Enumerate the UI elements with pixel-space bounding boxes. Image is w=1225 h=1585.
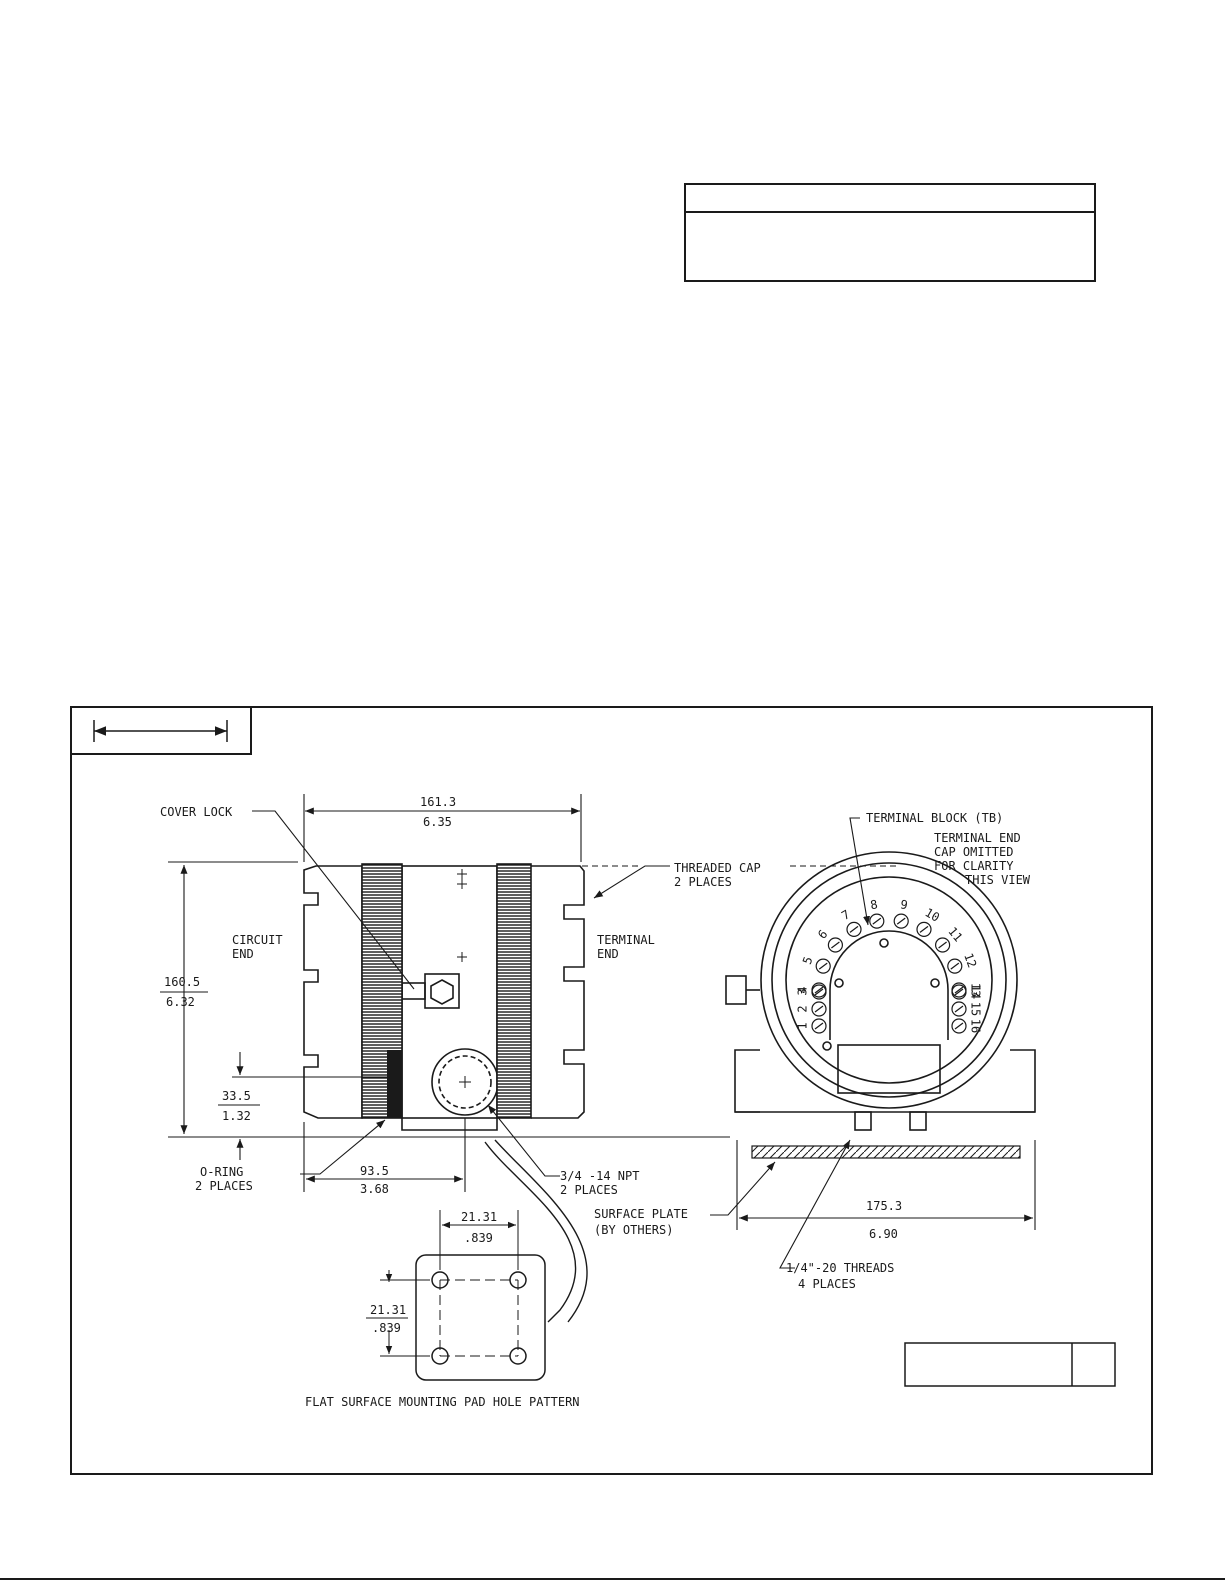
terminal-screw [951, 1001, 967, 1017]
conduit-height-in: 1.32 [222, 1109, 251, 1123]
terminal-number: 1 [796, 1022, 810, 1029]
terminal-block-label: TERMINAL BLOCK (TB) [866, 811, 1003, 825]
width-dimension-in: 6.35 [423, 815, 452, 829]
terminal-screw-slot [818, 962, 828, 970]
o-ring-label-2: 2 PLACES [195, 1179, 253, 1193]
terminal-screw-slot [814, 988, 824, 996]
o-ring-label-1: O-RING [200, 1165, 243, 1179]
front-width-mm: 175.3 [866, 1199, 902, 1213]
terminal-number: 13 [969, 983, 983, 997]
right-threaded-cap-knurl [496, 863, 532, 1119]
terminal-screw-slot [954, 1022, 964, 1030]
terminal-number: 12 [961, 951, 979, 969]
side-view-dimension-lines [168, 794, 730, 1192]
terminal-number: 10 [922, 905, 942, 924]
terminal-number: 6 [815, 927, 830, 942]
terminal-number: 8 [869, 897, 879, 912]
cable-loop [484, 1139, 588, 1323]
terminal-screw [947, 958, 963, 974]
terminal-number: 2 [796, 1005, 810, 1012]
cap-omitted-label-4: THIS VIEW [965, 873, 1031, 887]
front-width-in: 6.90 [869, 1227, 898, 1241]
terminal-number: 3 [796, 988, 810, 995]
pad-vertical-mm: 21.31 [370, 1303, 406, 1317]
terminal-screw-slot [872, 917, 882, 925]
conduit-offset-mm: 93.5 [360, 1164, 389, 1178]
page-bottom-rule [0, 1578, 1225, 1580]
pad-horizontal-mm: 21.31 [461, 1210, 497, 1224]
o-ring-section [387, 1050, 402, 1118]
scale-tab [72, 708, 252, 755]
terminal-screw-slot [950, 962, 960, 970]
height-dimension-in: 6.32 [166, 995, 195, 1009]
terminal-screw-slot [919, 925, 929, 933]
terminal-screw-slot [954, 988, 964, 996]
terminal-screw [934, 937, 951, 953]
terminal-screw [827, 937, 844, 953]
terminal-screw-slot [896, 917, 906, 925]
terminal-screw [916, 921, 932, 938]
terminal-number: 15 [969, 1002, 983, 1016]
terminal-end-label-1: TERMINAL [597, 933, 655, 947]
terminal-screw [811, 1001, 827, 1017]
terminal-screw-slot [954, 1005, 964, 1013]
pad-caption: FLAT SURFACE MOUNTING PAD HOLE PATTERN [305, 1395, 580, 1409]
notice-box [684, 183, 1096, 282]
conduit-height-mm: 33.5 [222, 1089, 251, 1103]
surface-plate [751, 1145, 1021, 1159]
scale-bar [93, 720, 228, 742]
terminal-block-screws [811, 913, 967, 1034]
terminal-screw-slot [814, 1005, 824, 1013]
terminal-screw-slot [814, 986, 824, 994]
title-block [904, 1342, 1116, 1387]
threaded-cap-label-2: 2 PLACES [674, 875, 732, 889]
terminal-screw [811, 1018, 827, 1034]
terminal-screw-slot [831, 941, 840, 949]
side-view-housing [303, 865, 585, 1131]
circuit-end-label-2: END [232, 947, 254, 961]
terminal-screw-slot [849, 925, 859, 933]
surface-plate-label-2: (BY OTHERS) [594, 1223, 673, 1237]
notice-box-header-rule [686, 211, 1094, 213]
cover-lock-label: COVER LOCK [160, 805, 233, 819]
terminal-screw [846, 921, 862, 938]
surface-plate-label-1: SURFACE PLATE [594, 1207, 688, 1221]
threads-label-2: 4 PLACES [798, 1277, 856, 1291]
terminal-screw [811, 982, 827, 998]
height-dimension-mm: 160.5 [164, 975, 200, 989]
cap-omitted-label-2: CAP OMITTED [934, 845, 1013, 859]
terminal-screw [815, 958, 831, 974]
conduit-offset-in: 3.68 [360, 1182, 389, 1196]
circuit-end-label-1: CIRCUIT [232, 933, 283, 947]
terminal-number: 5 [800, 955, 816, 967]
terminal-screw [951, 1018, 967, 1034]
npt-label-2: 2 PLACES [560, 1183, 618, 1197]
cap-omitted-label-3: FOR CLARITY [934, 859, 1014, 873]
npt-label-1: 3/4 -14 NPT [560, 1169, 639, 1183]
terminal-end-label-2: END [597, 947, 619, 961]
front-view-dimension-lines [710, 817, 1036, 1269]
terminal-screw-slot [814, 1022, 824, 1030]
drawing-frame [70, 706, 1153, 1475]
terminal-screw [893, 913, 909, 929]
threaded-cap-label-1: THREADED CAP [674, 861, 761, 875]
terminal-number: 14 [969, 985, 983, 999]
cap-omitted-label-1: TERMINAL END [934, 831, 1021, 845]
mounting-pad [380, 1210, 546, 1381]
terminal-number: 7 [839, 907, 852, 923]
terminal-number: 4 [796, 986, 810, 993]
pad-vertical-in: .839 [372, 1321, 401, 1335]
terminal-screw-slot [954, 986, 964, 994]
width-dimension-mm: 161.3 [420, 795, 456, 809]
terminal-screw [951, 984, 967, 1000]
threads-label-1: 1/4"-20 THREADS [786, 1261, 894, 1275]
pad-horizontal-in: .839 [464, 1231, 493, 1245]
front-view-housing [725, 851, 1036, 1131]
terminal-number: 9 [899, 897, 909, 912]
terminal-number: 16 [969, 1019, 983, 1033]
terminal-screw-slot [938, 941, 947, 949]
